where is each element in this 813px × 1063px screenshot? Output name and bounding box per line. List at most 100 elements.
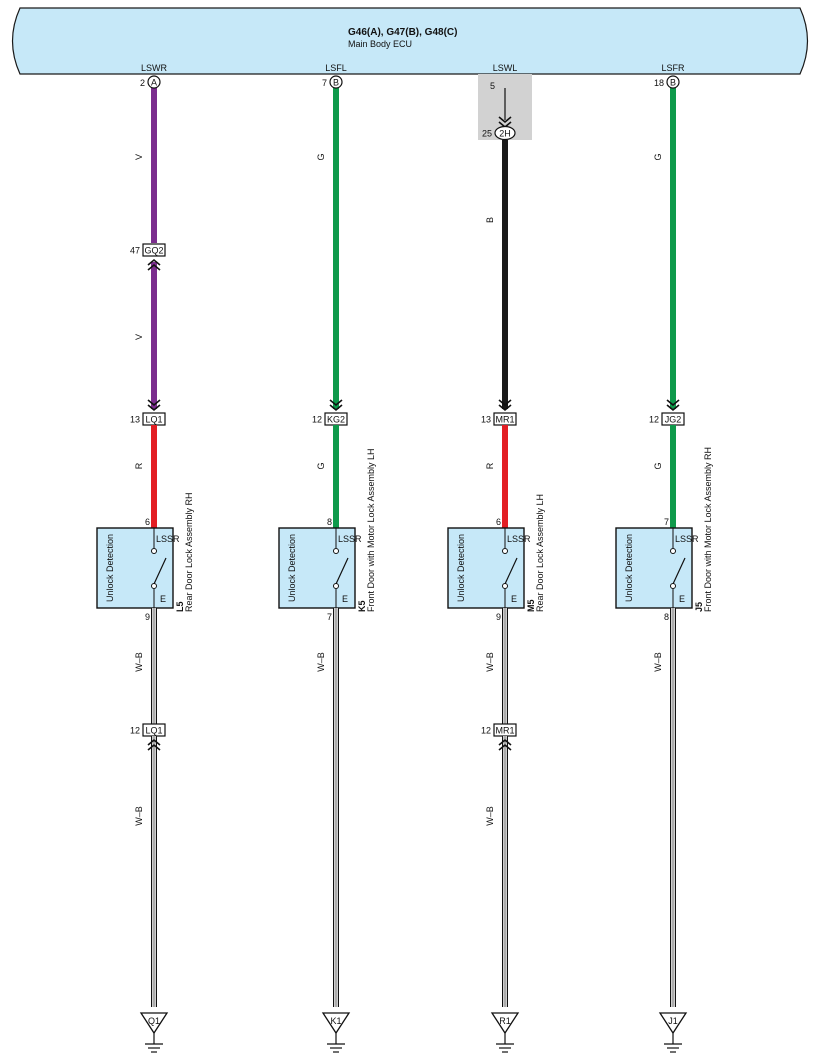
component-ref: M5 <box>526 599 536 612</box>
wire-code-upper-b: V <box>134 334 144 340</box>
component-name: Rear Door Lock Assembly RH <box>184 492 194 612</box>
shield-joint-oval <box>494 125 516 141</box>
ecu-terminal-name: LSFR <box>661 63 685 73</box>
component-name: Front Door with Motor Lock Assembly LH <box>366 448 376 612</box>
inline-connector-label: GQ2 <box>144 246 163 256</box>
ground-joint-connector-label: MR1 <box>495 726 514 736</box>
ground-point-label: R1 <box>499 1016 511 1026</box>
switch-contact-top <box>670 548 676 554</box>
ground-point-label: J1 <box>668 1016 678 1026</box>
switch-blade <box>672 557 686 585</box>
wire-code-lower: R <box>485 462 495 469</box>
component-terminal-top: LSSR <box>338 534 362 544</box>
mid-chevrons <box>147 399 161 412</box>
switch-contact-bottom <box>670 583 676 589</box>
switch-contact-bottom <box>333 583 339 589</box>
wire-code-ground: W–B <box>653 652 663 672</box>
switch-blade <box>153 557 167 585</box>
component-terminal-bottom: E <box>160 594 166 604</box>
main-body-ecu-box <box>11 7 809 75</box>
component-pin-in: 7 <box>664 517 669 527</box>
component-pin-in: 6 <box>145 517 150 527</box>
component-ref: L5 <box>175 601 185 612</box>
component-box <box>96 527 174 609</box>
mid-chevrons <box>498 399 512 412</box>
wire-code-ground: W–B <box>316 652 326 672</box>
switch-contact-bottom <box>502 583 508 589</box>
component-function: Unlock Detection <box>624 534 634 602</box>
ecu-name: Main Body ECU <box>348 39 412 49</box>
ecu-layer: G46(A), G47(B), G48(C) Main Body ECU <box>11 7 809 75</box>
component-terminal-bottom: E <box>342 594 348 604</box>
component-ref: J5 <box>694 602 704 612</box>
ecu-pin: 7 <box>322 78 327 88</box>
wire-code-upper: G <box>653 153 663 160</box>
ecu-connector-letter: A <box>151 78 157 88</box>
component-terminal-top: LSSR <box>156 534 180 544</box>
component-function: Unlock Detection <box>287 534 297 602</box>
inline-connector-box <box>142 243 166 257</box>
component-terminal-top: LSSR <box>675 534 699 544</box>
wire-code-ground-b: W–B <box>134 806 144 826</box>
shield-joint-pin: 25 <box>482 129 492 139</box>
ground-joint-connector-pin: 12 <box>130 726 140 736</box>
circuit-lswl: LSWL552H25BMR113R6LSSREUnlock DetectionM… <box>447 63 545 1053</box>
ecu-connector-circle <box>666 75 680 89</box>
ecu-pin: 2 <box>140 78 145 88</box>
component-box <box>615 527 693 609</box>
mid-chevrons <box>666 399 680 412</box>
ground-point-label: Q1 <box>148 1016 160 1026</box>
component-box <box>278 527 356 609</box>
mid-joint-connector-pin: 12 <box>312 415 322 425</box>
wire-code-ground-a: W–B <box>485 652 495 672</box>
ground-joint-chevrons <box>147 738 161 751</box>
wire-code-upper: G <box>316 153 326 160</box>
inline-chevrons <box>147 258 161 271</box>
ground-joint-connector-label: LQ1 <box>145 726 162 736</box>
ecu-connector-circle <box>147 75 161 89</box>
ground-point-triangle <box>658 1012 688 1035</box>
wire-code-ground-b: W–B <box>485 806 495 826</box>
wire-code-ground-a: W–B <box>134 652 144 672</box>
wire-code-lower: R <box>134 462 144 469</box>
ground-point-triangle <box>139 1012 169 1035</box>
wire-code-upper-a: V <box>134 154 144 160</box>
mid-joint-connector-label: LQ1 <box>145 415 162 425</box>
component-terminal-top: LSSR <box>507 534 531 544</box>
switch-contact-top <box>333 548 339 554</box>
component-terminal-bottom: E <box>511 594 517 604</box>
ground-joint-chevrons <box>498 738 512 751</box>
component-pin-out: 7 <box>327 612 332 622</box>
mid-chevrons <box>329 399 343 412</box>
component-ref: K5 <box>357 600 367 612</box>
inline-connector-pin: 47 <box>130 246 140 256</box>
component-name: Front Door with Motor Lock Assembly RH <box>703 447 713 612</box>
ground-point-label: K1 <box>330 1016 341 1026</box>
wire-code-lower: G <box>653 462 663 469</box>
switch-contact-top <box>502 548 508 554</box>
ecu-terminal-name: LSFL <box>325 63 347 73</box>
component-pin-out: 9 <box>145 612 150 622</box>
wire-code-upper: B <box>485 217 495 223</box>
mid-joint-connector-pin: 13 <box>130 415 140 425</box>
component-pin-in: 6 <box>496 517 501 527</box>
switch-blade <box>504 557 518 585</box>
component-function: Unlock Detection <box>105 534 115 602</box>
component-terminal-bottom: E <box>679 594 685 604</box>
ecu-connector-letter: B <box>333 78 339 88</box>
ecu-pin-shield: 5 <box>490 81 495 91</box>
mid-joint-connector-label: KG2 <box>327 415 345 425</box>
switch-contact-top <box>151 548 157 554</box>
ecu-terminal-name: LSWR <box>141 63 168 73</box>
ground-joint-connector-pin: 12 <box>481 726 491 736</box>
shield-joint-label: 2H <box>499 129 511 139</box>
component-function: Unlock Detection <box>456 534 466 602</box>
component-pin-out: 9 <box>496 612 501 622</box>
component-name: Rear Door Lock Assembly LH <box>535 494 545 612</box>
mid-joint-connector-pin: 12 <box>649 415 659 425</box>
mid-joint-connector-label: JG2 <box>665 415 682 425</box>
component-pin-in: 8 <box>327 517 332 527</box>
